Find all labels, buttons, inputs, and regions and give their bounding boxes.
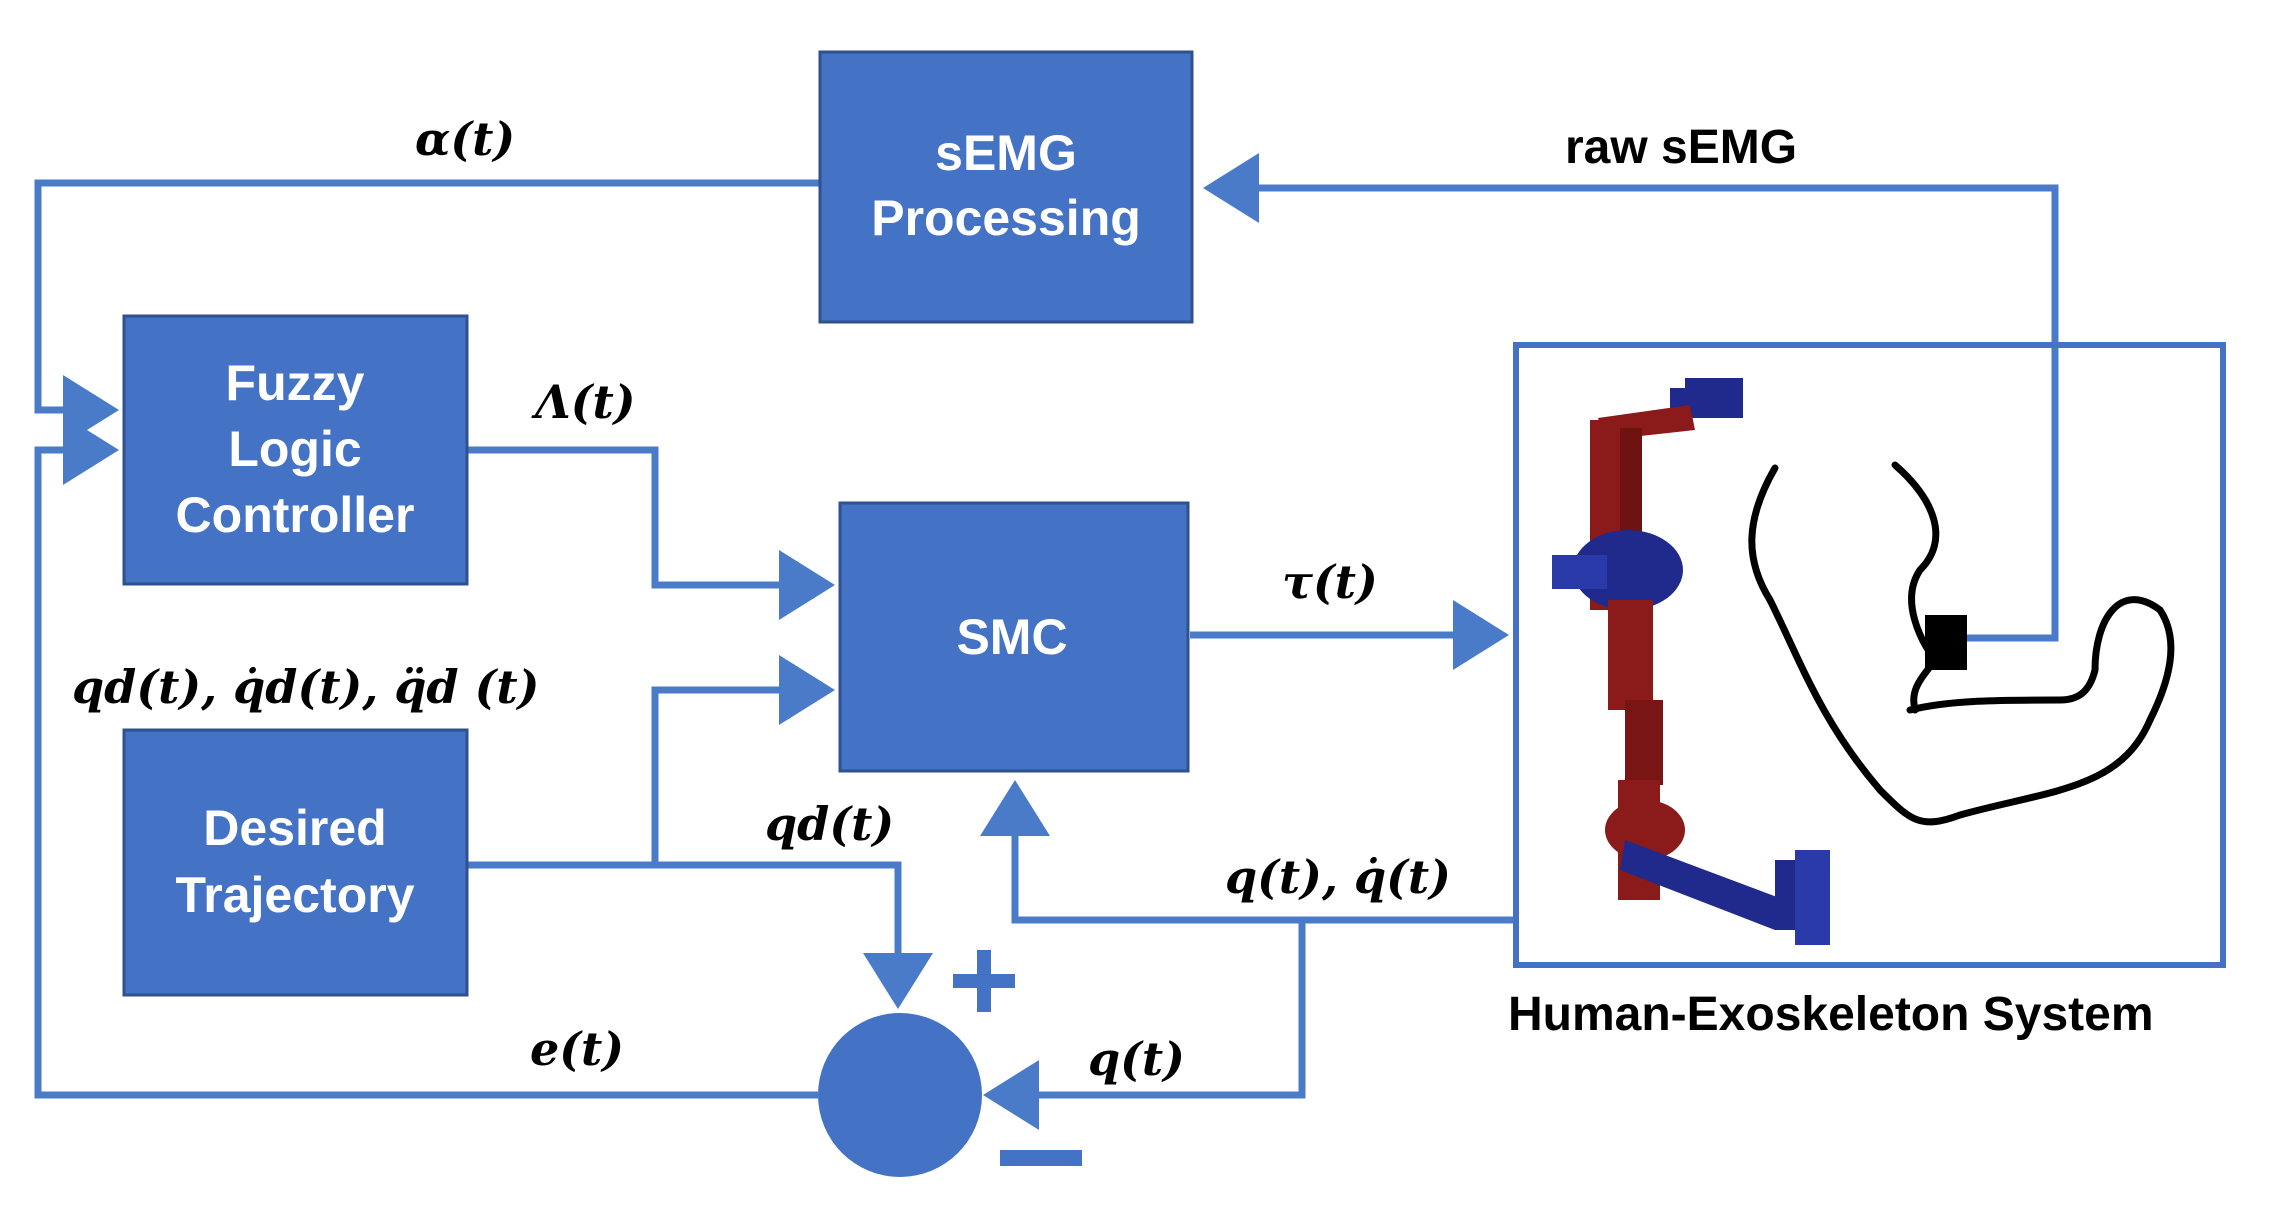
lambda-wire <box>467 446 835 620</box>
q-wire <box>983 920 1306 1130</box>
semg-processing-line1: sEMG <box>935 125 1077 181</box>
tau-label: τ(t) <box>1282 555 1378 609</box>
system-label: Human-Exoskeleton System <box>1508 988 2154 1041</box>
fuzzy-line1: Fuzzy <box>226 355 365 411</box>
desired-trajectory-block: Desired Trajectory <box>122 728 469 997</box>
minus-sign <box>1000 1150 1082 1166</box>
desired-line2: Trajectory <box>175 867 414 923</box>
desired-line1: Desired <box>203 800 386 856</box>
fuzzy-line3: Controller <box>176 487 415 543</box>
semg-sensor <box>1925 615 1967 670</box>
q-qdot-label: q(t), q̇(t) <box>1225 850 1451 904</box>
summing-junction <box>818 950 1082 1177</box>
fuzzy-logic-controller-block: Fuzzy Logic Controller <box>122 314 469 586</box>
qd-wire <box>655 861 933 1009</box>
raw-semg-label: raw sEMG <box>1565 121 1797 174</box>
human-exoskeleton-system <box>1513 342 2226 968</box>
q-qdot-wire <box>980 780 1516 924</box>
lambda-label: Λ(t) <box>531 375 635 429</box>
error-wire <box>34 415 818 1099</box>
alpha-label: α(t) <box>415 112 515 166</box>
desired-to-smc-wire <box>467 655 835 869</box>
smc-block: SMC <box>838 501 1190 773</box>
fuzzy-line2: Logic <box>228 421 361 477</box>
error-label: e(t) <box>530 1022 624 1076</box>
alpha-wire <box>34 179 820 445</box>
exoskeleton-arm-figure <box>1552 378 1830 945</box>
plus-sign <box>953 950 1015 1012</box>
semg-processing-block: sEMG Processing <box>818 50 1194 324</box>
human-arm-outline <box>1748 461 2175 826</box>
semg-processing-line2: Processing <box>871 190 1141 246</box>
qd-label: qd(t) <box>765 797 894 851</box>
smc-label: SMC <box>956 609 1067 665</box>
q-label: q(t) <box>1088 1032 1185 1086</box>
desired-signals-label: qd(t), q̇d(t), q̈d (t) <box>72 660 539 714</box>
raw-semg-wire <box>1203 153 2059 642</box>
